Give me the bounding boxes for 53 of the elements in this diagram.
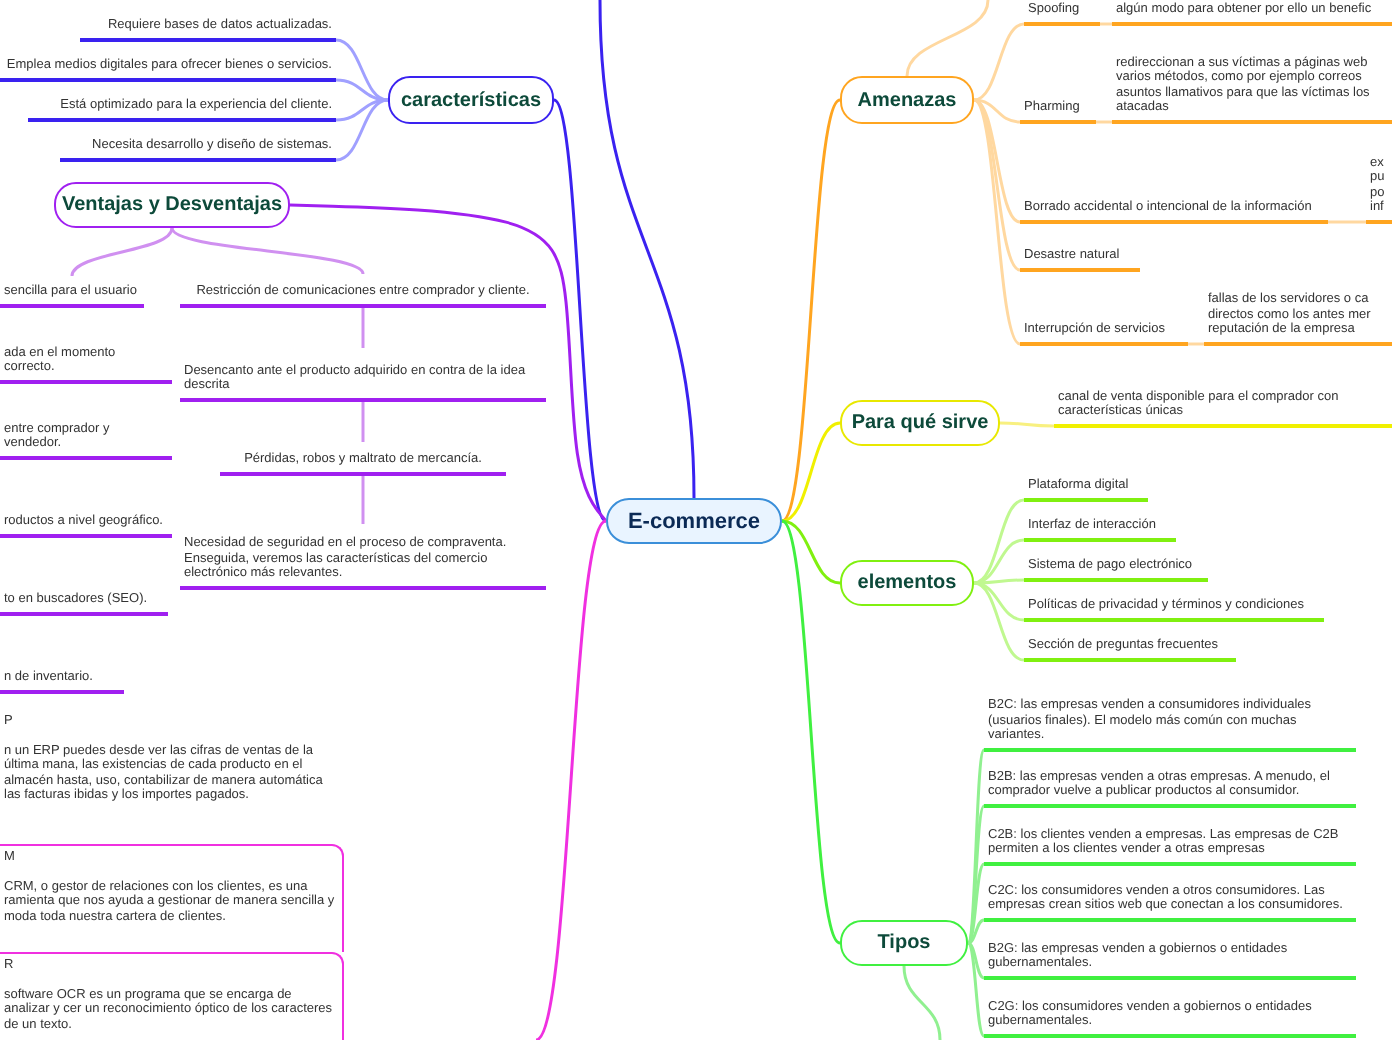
topic-title: características	[400, 89, 542, 111]
connector-line	[781, 519, 841, 585]
connector-line	[966, 942, 986, 1037]
topic-box	[840, 76, 974, 124]
topic-box	[840, 920, 968, 966]
connector-line	[780, 520, 842, 944]
connector-line	[170, 227, 365, 275]
connector-line	[973, 22, 1025, 102]
underlined-item	[1024, 0, 1100, 26]
topic-title: Para qué sirve	[851, 412, 989, 434]
note-card	[0, 952, 344, 1040]
connector-line	[1096, 120, 1112, 124]
topic-box	[840, 560, 974, 606]
connector-line	[967, 941, 985, 980]
connector-line	[967, 918, 985, 945]
connector-line	[973, 498, 1025, 585]
connector-line	[1000, 421, 1054, 428]
connector-line	[361, 476, 365, 524]
underlined-item	[1020, 94, 1096, 124]
connector-line	[1188, 342, 1204, 346]
connector-line	[973, 98, 1021, 272]
connector-line	[534, 520, 608, 1040]
connector-line	[781, 421, 841, 523]
topic-title: Tipos	[877, 932, 931, 954]
connector-line	[966, 862, 986, 945]
central-topic-box	[606, 498, 782, 544]
connector-line	[905, 0, 990, 77]
connector-line	[335, 38, 389, 102]
topic-title: Amenazas	[857, 89, 957, 111]
connector-line	[361, 402, 365, 442]
connector-line	[361, 308, 365, 348]
topic-title: elementos	[857, 572, 957, 594]
connector-line	[973, 581, 1025, 662]
connector-line	[780, 99, 842, 522]
connector-line	[973, 98, 1021, 124]
topic-title: E-commerce	[627, 509, 761, 533]
topic-box	[388, 76, 554, 124]
topic-box	[54, 182, 290, 228]
underlined-item	[1112, 0, 1392, 26]
connector-line	[335, 98, 389, 162]
topic-title: Ventajas y Desventajas	[61, 194, 283, 216]
connector-line	[70, 227, 174, 277]
connector-line	[335, 98, 389, 122]
connector-line	[973, 98, 1021, 346]
connector-line	[552, 99, 608, 522]
topic-box	[840, 400, 1000, 446]
connector-line	[598, 0, 696, 499]
connector-line	[335, 78, 389, 102]
connector-line	[1100, 22, 1112, 26]
connector-line	[1328, 220, 1366, 224]
note-card	[0, 844, 344, 952]
connector-line	[289, 203, 608, 522]
connector-line	[902, 965, 942, 1040]
